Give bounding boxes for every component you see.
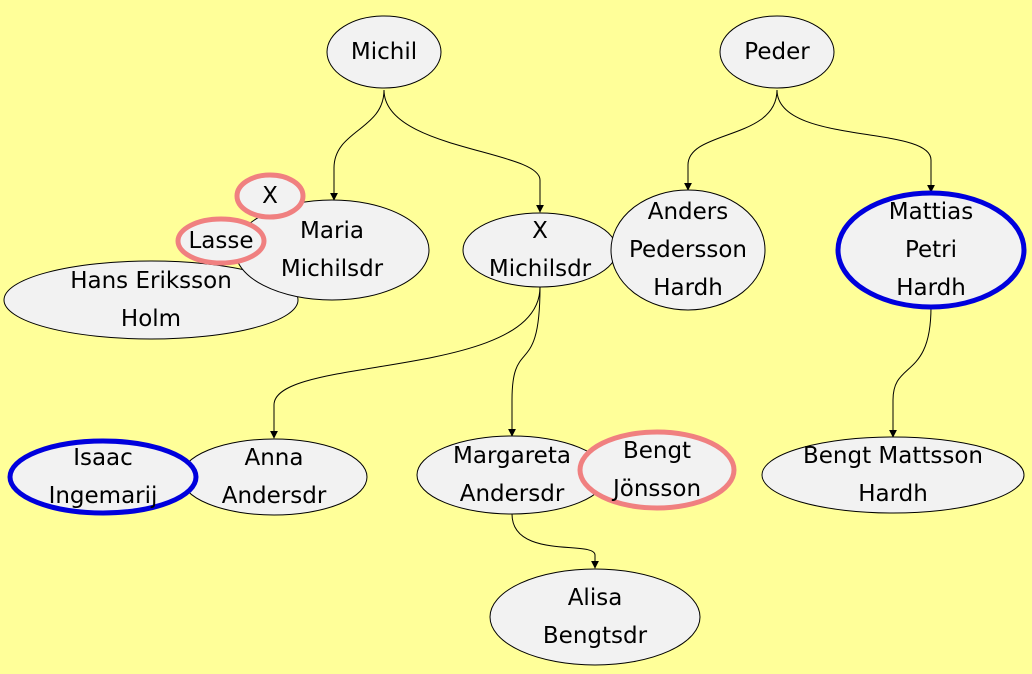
node-shape xyxy=(234,172,306,220)
node-michil: Michil xyxy=(326,15,442,89)
node-shape xyxy=(577,429,737,511)
edge-mattias-to-bengt_m xyxy=(889,306,932,438)
node-label-line: X xyxy=(532,218,548,244)
node-label-line: Michil xyxy=(351,39,417,65)
node-label-line: Michilsdr xyxy=(281,256,384,282)
node-shape xyxy=(761,436,1025,514)
node-x-small: X xyxy=(234,172,306,220)
node-label-line: Hardh xyxy=(653,275,723,301)
node-label-line: Holm xyxy=(121,306,181,332)
node-label-line: Mattias xyxy=(889,199,973,225)
node-label-line: Peder xyxy=(744,39,810,65)
node-shape xyxy=(719,15,835,89)
node-shape xyxy=(835,190,1027,310)
node-label-line: Hardh xyxy=(896,275,966,301)
node-label-line: Bengtsdr xyxy=(543,623,648,649)
node-label-line: Petri xyxy=(905,237,957,263)
edge-x_michilsdr-to-margareta xyxy=(508,286,541,437)
node-peder: Peder xyxy=(719,15,835,89)
node-label-line: Hans Eriksson xyxy=(70,268,232,294)
node-lasse: Lasse xyxy=(175,216,267,266)
node-label-line: Anders xyxy=(648,199,729,225)
node-label-line: Pedersson xyxy=(629,237,747,263)
node-shape xyxy=(3,260,299,340)
edge-michil-to-maria xyxy=(330,89,385,201)
node-label-line: Maria xyxy=(300,218,364,244)
node-x-michilsdr: X Michilsdr xyxy=(462,212,618,288)
node-label-line: Jönsson xyxy=(611,476,701,502)
node-label-line: Isaac xyxy=(73,445,133,471)
node-label-line: Bengt Mattsson xyxy=(803,443,983,469)
node-label-line: Anna xyxy=(245,445,304,471)
node-label-line: Bengt xyxy=(623,438,691,464)
node-shape xyxy=(489,568,701,666)
node-shape xyxy=(7,438,199,516)
node-label-line: Andersdr xyxy=(460,481,565,507)
edges-layer xyxy=(270,89,935,569)
edge-michil-to-x_michilsdr xyxy=(383,89,544,213)
node-label-line: Margareta xyxy=(453,443,571,469)
node-label-line: Ingemarij xyxy=(49,483,158,509)
edge-peder-to-mattias xyxy=(776,89,935,193)
node-shape xyxy=(610,189,766,311)
edge-peder-to-anders xyxy=(684,89,778,191)
node-label-line: Lasse xyxy=(188,228,253,254)
node-label-line: Andersdr xyxy=(222,483,327,509)
node-shape xyxy=(326,15,442,89)
edge-x_michilsdr-to-anna xyxy=(270,286,541,439)
node-shape xyxy=(175,216,267,266)
node-label-line: Alisa xyxy=(568,585,623,611)
node-label-line: Hardh xyxy=(858,481,928,507)
node-label-line: X xyxy=(262,183,278,209)
edge-margareta-to-alisa xyxy=(511,513,599,569)
node-label-line: Michilsdr xyxy=(489,256,592,282)
